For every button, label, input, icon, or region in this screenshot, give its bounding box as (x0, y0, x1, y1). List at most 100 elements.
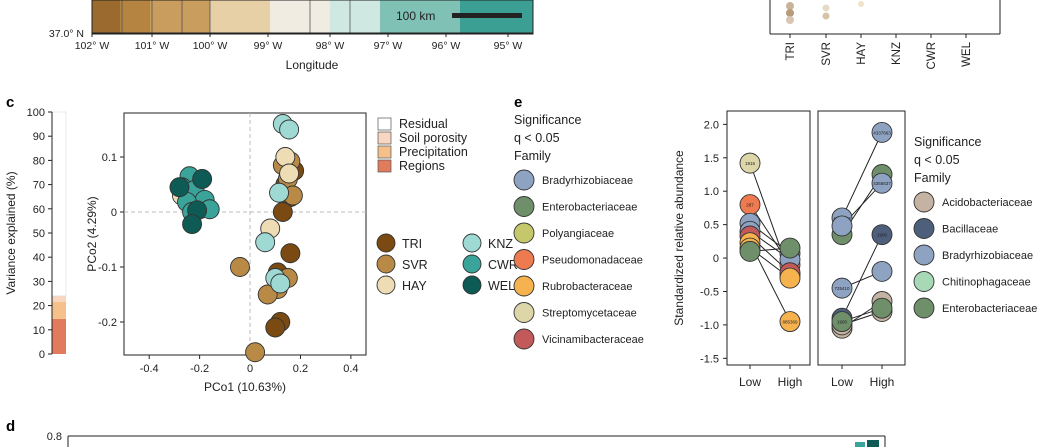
map-lon-tick-label: 102° W (75, 40, 110, 52)
map-lon-tick-label: 97° W (374, 40, 403, 52)
e-legend-family-title: Family (914, 171, 952, 185)
pcoa-point-svr (257, 284, 278, 305)
d-bar (855, 442, 865, 447)
e-legend-marker (913, 191, 935, 213)
e-right-high-point (871, 121, 893, 143)
map-scale-bar (452, 13, 522, 18)
e-right-high-point (871, 260, 893, 282)
top-dot (858, 1, 864, 7)
e-x-tick-label: High (870, 375, 895, 389)
e-ylabel: Standardized relative abundance (672, 150, 686, 326)
pcoa-point-knz (270, 273, 291, 294)
pcoa-legend-marker (376, 254, 396, 274)
variance-ylabel: Variance explained (%) (4, 171, 18, 294)
variance-legend-swatch (377, 131, 392, 145)
pcoa-point-knz (255, 232, 276, 253)
e-y-tick-label: 1.5 (704, 153, 719, 165)
e-left-high-point-label: 885369 (782, 320, 798, 325)
map-region-mid (270, 0, 330, 34)
e-left-high-point (779, 237, 801, 259)
map-region-hay (210, 0, 270, 34)
d-y-tick-label: 0.8 (47, 431, 62, 443)
pcoa-point-tri (280, 243, 301, 264)
d-bar (867, 440, 879, 447)
e-right-low-point-label: 725410 (834, 286, 850, 291)
pcoa-legend-marker (376, 233, 396, 253)
pcoa-y-tick-label: 0.1 (102, 152, 117, 164)
e-left-low-point-label: 1916 (745, 161, 756, 166)
pcoa-point-tri (265, 317, 286, 338)
map-lat-label: 37.0° N (49, 28, 84, 40)
e-legend-marker (513, 302, 535, 323)
e-legend-label: Pseudomonadaceae (542, 255, 643, 267)
pcoa-point-wel (169, 177, 190, 198)
e-y-tick-label: -0.5 (700, 286, 719, 298)
e-legend-title: Significance (514, 113, 581, 127)
e-right-high-point-label: 4355637 (873, 181, 891, 186)
variance-bar-segment (52, 318, 66, 354)
e-y-tick-label: 0 (713, 253, 719, 265)
map-lon-tick-label: 98° W (316, 40, 345, 52)
pcoa-point-knz (279, 119, 300, 140)
e-right-high-point (871, 224, 893, 246)
pcoa-legend-marker (462, 233, 482, 253)
pcoa-legend-label: SVR (402, 258, 428, 272)
top-dot (822, 4, 830, 12)
e-x-tick-label: High (778, 375, 803, 389)
e-right-low-point (831, 311, 853, 333)
e-legend-marker (513, 275, 535, 297)
pcoa-legend-label: WEL (488, 279, 515, 293)
pcoa-x-tick-label: 0 (247, 363, 253, 375)
variance-y-tick-label: 50 (33, 228, 45, 240)
e-legend-marker (913, 297, 935, 319)
map-lon-tick-label: 95° W (494, 40, 523, 52)
pcoa-legend-marker (462, 275, 482, 295)
pcoa-y-tick-label: -0.2 (98, 317, 117, 329)
pcoa-point-wel (192, 169, 213, 189)
map-frame (91, 0, 534, 35)
e-legend-label: Polyangiaceae (542, 228, 614, 240)
e-legend-label: Acidobacteriaceae (942, 197, 1033, 209)
e-left-high-point (779, 267, 801, 289)
e-legend-subtitle: q < 0.05 (914, 153, 960, 167)
pcoa-legend-label: KNZ (488, 237, 513, 251)
e-left-frame (726, 110, 811, 366)
e-left-low-point (739, 152, 761, 174)
site-label: TRI (785, 42, 797, 61)
map-region-svr (120, 0, 150, 34)
e-right-pair-line (841, 234, 883, 319)
e-right-low-point (831, 277, 853, 299)
top-dot (786, 9, 794, 17)
e-legend-label: Vicinamibacteraceae (542, 334, 644, 346)
e-legend-marker (513, 196, 535, 217)
pcoa-x-tick-label: 0.4 (343, 363, 358, 375)
variance-legend-label: Regions (399, 159, 445, 173)
variance-y-tick-label: 30 (33, 276, 45, 288)
variance-legend-label: Precipitation (399, 145, 468, 159)
variance-legend-label: Residual (399, 117, 448, 131)
e-y-tick-label: 0.5 (704, 220, 719, 232)
map-lon-tick-label: 101° W (135, 40, 170, 52)
e-legend-label: Bacillaceae (942, 224, 998, 236)
pcoa-legend-label: TRI (402, 237, 422, 251)
map-lon-tick-label: 99° W (254, 40, 283, 52)
pcoa-point-wel (182, 214, 203, 235)
pcoa-frame (123, 112, 367, 356)
pcoa-legend-label: HAY (402, 279, 427, 293)
e-y-tick-label: -1.0 (700, 320, 719, 332)
e-legend-label: Bradyrhizobiaceae (542, 175, 633, 187)
pcoa-point-hay (275, 147, 296, 167)
e-y-tick-label: -1.5 (700, 353, 719, 365)
e-legend-marker (913, 244, 935, 266)
variance-legend-swatch (377, 145, 392, 159)
site-label: CWR (926, 42, 938, 69)
